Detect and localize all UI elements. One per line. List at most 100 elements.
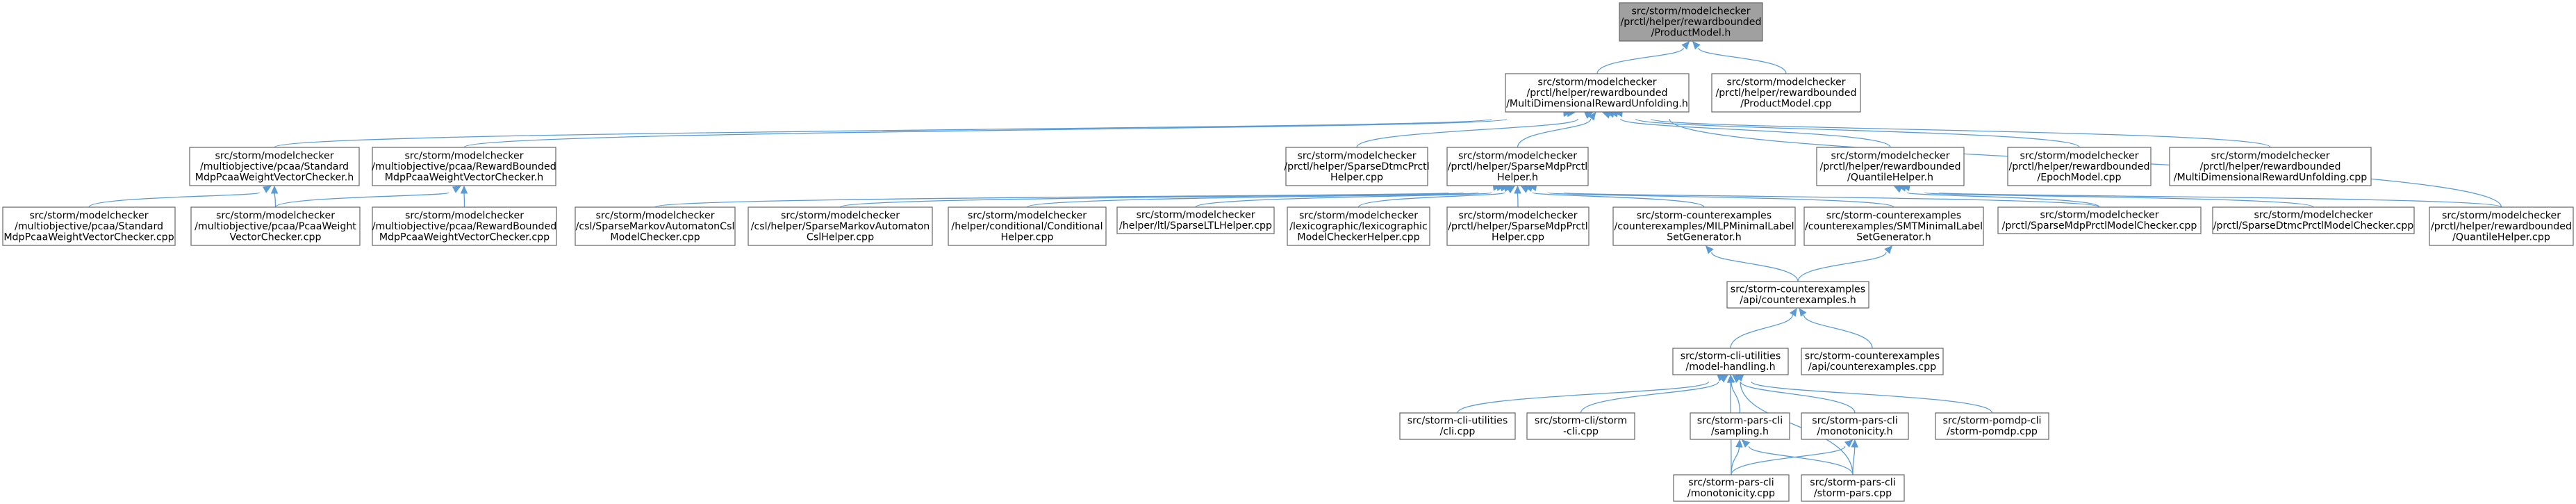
edge-line — [1797, 252, 1887, 282]
edge-line — [1357, 192, 1505, 208]
graph-node-n5[interactable]: src/storm/modelchecker/prctl/helper/Spar… — [1284, 147, 1430, 186]
edge-n1-n9 — [1610, 110, 2271, 148]
edge-n30-n32 — [1731, 439, 1853, 475]
graph-node-n29[interactable]: src/storm-pars-cli/sampling.h — [1690, 412, 1790, 440]
arrowhead — [1741, 439, 1751, 448]
edge-layer — [88, 41, 2502, 475]
edge-n1-n7 — [1602, 111, 1891, 148]
edge-n1-n6 — [1517, 112, 1596, 148]
graph-node-n20[interactable]: src/storm-counterexamples/counterexample… — [1803, 206, 1984, 246]
graph-node-n21[interactable]: src/storm/modelchecker/prctl/SparseMdpPr… — [1997, 206, 2202, 234]
edge-line — [1803, 314, 1873, 349]
node-label-line: MdpPcaaWeightVectorChecker.cpp — [379, 231, 550, 243]
edge-n25-n28 — [1580, 375, 1728, 414]
arrowhead — [1692, 41, 1701, 50]
node-label-line: src/storm-pars-cli — [1697, 416, 1783, 427]
graph-node-n13[interactable]: src/storm/modelchecker/csl/SparseMarkovA… — [575, 206, 736, 246]
graph-node-n14[interactable]: src/storm/modelchecker/csl/helper/Sparse… — [748, 206, 933, 246]
node-label-line: src/storm-pars-cli — [1688, 478, 1774, 489]
node-label-line: src/storm/modelchecker — [215, 150, 333, 161]
graph-node-n7[interactable]: src/storm/modelchecker/prctl/helper/rewa… — [1816, 147, 1965, 186]
arrowhead — [1514, 185, 1521, 194]
node-label-line: src/storm/modelchecker — [2254, 210, 2372, 221]
edge-line — [274, 192, 449, 208]
graph-node-n32[interactable]: src/storm-pars-cli/monotonicity.cpp — [1673, 474, 1790, 502]
edge-line — [1740, 381, 1853, 475]
graph-node-n16[interactable]: src/storm/modelchecker/helper/ltl/Sparse… — [1116, 206, 1275, 234]
node-label-line: MdpPcaaWeightVectorChecker.h — [195, 172, 354, 183]
edge-n1-n3 — [274, 109, 1572, 148]
graph-node-n24[interactable]: src/storm-counterexamples/api/counterexa… — [1726, 281, 1869, 309]
node-label-line: src/storm/modelchecker — [2040, 210, 2158, 221]
edge-n25-n30 — [1732, 375, 1856, 414]
graph-node-n23[interactable]: src/storm/modelchecker/prctl/helper/rewa… — [2429, 206, 2574, 246]
graph-node-n9[interactable]: src/storm/modelchecker/prctl/helper/rewa… — [2169, 147, 2372, 186]
node-label-line: /multiobjective/pcaa/Standard — [15, 221, 163, 232]
graph-node-n25[interactable]: src/storm-cli-utilities/model-handling.h — [1672, 348, 1789, 375]
node-label-line: src/storm-cli/storm — [1535, 416, 1627, 427]
node-label-line: /multiobjective/pcaa/RewardBounded — [372, 221, 557, 232]
edge-n7-n23 — [1901, 184, 2502, 208]
node-box — [1287, 206, 1430, 246]
node-box — [372, 147, 556, 186]
graph-node-n18[interactable]: src/storm/modelchecker/prctl/helper/Spar… — [1446, 206, 1590, 246]
node-box — [2212, 206, 2415, 234]
graph-node-n28[interactable]: src/storm-cli/storm-cli.cpp — [1526, 412, 1635, 440]
edge-line — [1731, 446, 1740, 475]
graph-node-n19[interactable]: src/storm-counterexamples/counterexample… — [1612, 206, 1796, 246]
node-label-line: src/storm/modelchecker — [1297, 150, 1416, 161]
edge-n4-n11 — [274, 186, 461, 208]
edge-line — [1730, 314, 1793, 349]
edge-line — [1731, 381, 1741, 414]
node-box — [1803, 206, 1984, 246]
arrowhead — [1719, 375, 1728, 383]
edge-line — [654, 192, 1449, 208]
node-box — [1672, 348, 1789, 375]
node-box — [1711, 73, 1861, 113]
node-box — [1526, 412, 1635, 440]
graph-node-n1[interactable]: src/storm/modelchecker/prctl/helper/rewa… — [1505, 73, 1690, 113]
node-box — [372, 206, 557, 246]
graph-node-n10[interactable]: src/storm/modelchecker/multiobjective/pc… — [2, 206, 176, 246]
node-box — [2007, 147, 2152, 186]
node-box — [190, 206, 361, 246]
edge-n24-n26 — [1799, 308, 1873, 349]
node-label-line: src/storm-counterexamples — [1826, 210, 1961, 221]
graph-node-n2[interactable]: src/storm/modelchecker/prctl/helper/rewa… — [1711, 73, 1861, 113]
graph-node-n6[interactable]: src/storm/modelchecker/prctl/helper/Spar… — [1446, 147, 1589, 186]
node-box — [1619, 2, 1763, 42]
node-label-line: /cli.cpp — [1440, 426, 1476, 437]
node-label-line: /prctl/helper/rewardbounded — [1527, 88, 1668, 99]
node-label-line: /prctl/helper/SparseMdpPrctl — [1448, 161, 1587, 172]
node-label-line: /prctl/helper/SparseMdpPrctl — [1448, 221, 1587, 232]
graph-node-n15[interactable]: src/storm/modelchecker/helper/conditiona… — [948, 206, 1107, 246]
graph-node-n33[interactable]: src/storm-pars-cli/storm-pars.cpp — [1801, 474, 1905, 502]
node-label-line: src/storm/modelchecker — [781, 210, 900, 221]
edge-n25-n27 — [1457, 374, 1726, 414]
node-label-line: /prctl/SparseMdpPrctlModelChecker.cpp — [2002, 220, 2197, 231]
graph-node-n12[interactable]: src/storm/modelchecker/multiobjective/pc… — [372, 206, 557, 246]
node-label-line: src/storm/modelchecker — [968, 210, 1087, 221]
edge-n3-n11 — [270, 185, 279, 208]
node-box — [1997, 206, 2202, 234]
node-label-line: src/storm-pars-cli — [1812, 416, 1897, 427]
arrowhead — [452, 186, 461, 193]
edge-n0-n2 — [1692, 41, 1787, 74]
edge-n30-n33 — [1851, 439, 1859, 475]
edge-line — [1740, 381, 1856, 414]
node-label-line: /multiobjective/pcaa/RewardBounded — [372, 161, 556, 172]
node-label-line: src/storm/modelchecker — [405, 210, 524, 221]
graph-node-n22[interactable]: src/storm/modelchecker/prctl/SparseDtmcP… — [2212, 206, 2415, 234]
graph-node-n4[interactable]: src/storm/modelchecker/multiobjective/pc… — [372, 147, 556, 186]
graph-node-n11[interactable]: src/storm/modelchecker/multiobjective/pc… — [190, 206, 361, 246]
graph-node-n26[interactable]: src/storm-counterexamples/api/counterexa… — [1801, 348, 1944, 375]
node-label-line: /counterexamples/SMTMinimalLabel — [1805, 221, 1983, 232]
graph-node-n17[interactable]: src/storm/modelchecker/lexicographic/lex… — [1287, 206, 1430, 246]
node-label-line: /monotonicity.cpp — [1687, 488, 1775, 499]
graph-node-n3[interactable]: src/storm/modelchecker/multiobjective/pc… — [189, 147, 360, 186]
graph-node-n30[interactable]: src/storm-pars-cli/monotonicity.h — [1801, 412, 1909, 440]
graph-node-n8[interactable]: src/storm/modelchecker/prctl/helper/rewa… — [2007, 147, 2152, 186]
graph-node-n27[interactable]: src/storm-cli-utilities/cli.cpp — [1399, 412, 1516, 440]
graph-node-n31[interactable]: src/storm-pomdp-cli/storm-pomdp.cpp — [1935, 412, 2049, 440]
